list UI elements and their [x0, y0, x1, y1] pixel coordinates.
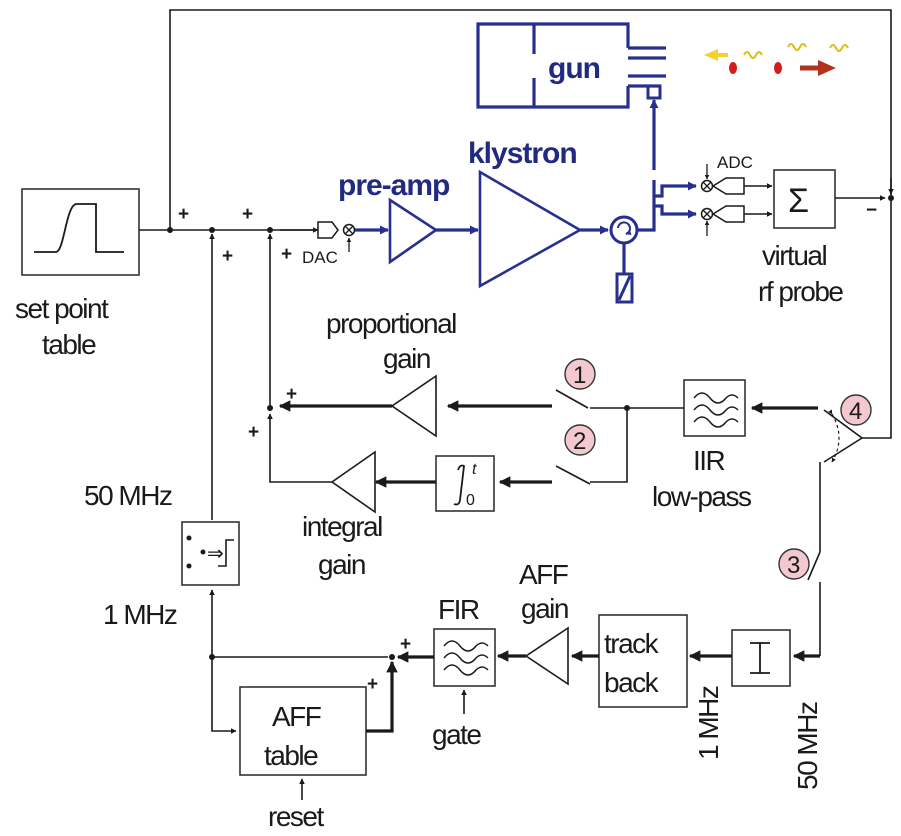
switch-1-badge[interactable] — [564, 358, 596, 390]
reset-label: reset — [268, 801, 324, 832]
sign-plus: + — [248, 422, 259, 443]
lowpass-label: low-pass — [652, 481, 751, 512]
bunch-icon — [729, 62, 737, 74]
clock-mux-block: ⇒ 50 MHz 1 MHz — [84, 480, 240, 630]
preamp-label: pre-amp — [338, 169, 450, 202]
virtual-label: virtual — [762, 240, 826, 271]
klystron-block: klystron — [468, 137, 583, 289]
iir-lowpass-block: IIR low-pass — [652, 379, 752, 512]
integral-label: integral — [302, 511, 382, 542]
sign-plus: + — [400, 634, 411, 655]
bunch-icon — [774, 62, 782, 74]
gun-label: gun — [548, 52, 600, 85]
integral-upper-limit: t — [472, 461, 477, 478]
preamp-block: pre-amp — [338, 169, 451, 265]
circulator — [609, 215, 639, 304]
mux-1mhz-label: 1 MHz — [103, 599, 177, 630]
dac-block: DAC — [302, 221, 356, 267]
set-point-label-2: table — [42, 329, 96, 360]
sigma-symbol: Σ — [788, 182, 809, 220]
beam-illustration — [704, 43, 849, 76]
dac-label: DAC — [302, 248, 338, 267]
proportional-gain-label: gain — [383, 343, 430, 374]
switch-3-badge[interactable] — [778, 548, 810, 580]
proportional-label: proportional — [326, 308, 456, 339]
track-label: track — [604, 628, 660, 659]
sign-plus: + — [286, 384, 297, 405]
set-point-label: set point — [15, 293, 109, 324]
mux-arrow-icon: ⇒ — [207, 543, 224, 565]
sign-plus: + — [242, 204, 253, 225]
aff-gain-label: AFF — [519, 559, 568, 590]
photon-icon — [743, 51, 763, 59]
sign-plus: + — [281, 244, 292, 265]
switch-4-number: 4 — [849, 398, 862, 425]
switch-3-number: 3 — [787, 552, 800, 579]
clock-50mhz-label: 50 MHz — [792, 702, 823, 790]
aff-gain-label-2: gain — [521, 593, 568, 624]
sign-plus: + — [367, 674, 378, 695]
clock-1mhz-label: 1 MHz — [693, 686, 724, 760]
fir-block: FIR gate — [432, 594, 496, 750]
switch-1-number: 1 — [573, 362, 586, 389]
sign-minus: − — [866, 200, 877, 221]
photon-icon — [829, 44, 849, 52]
klystron-label: klystron — [468, 137, 577, 170]
integrator-block: t 0 — [435, 455, 495, 512]
proportional-gain-block: proportional gain — [326, 308, 458, 438]
aff-gain-block: AFF gain — [519, 559, 569, 686]
sampler-block — [731, 629, 791, 687]
switch-2-number: 2 — [573, 428, 586, 455]
set-point-table-block: set point table — [15, 188, 140, 360]
mux-50mhz-label: 50 MHz — [84, 480, 172, 511]
aff-table-block: AFF table reset — [239, 686, 367, 832]
adc-label: ADC — [717, 153, 753, 172]
aff-table-label-2: table — [264, 740, 318, 771]
aff-table-label: AFF — [272, 701, 321, 732]
iir-label: IIR — [693, 445, 725, 476]
gate-label: gate — [432, 719, 481, 750]
rf-probe-label: rf probe — [758, 276, 843, 307]
photon-icon — [787, 43, 807, 51]
integral-gain-block: integral gain — [302, 450, 384, 580]
switch-2-badge[interactable] — [564, 424, 596, 456]
sign-plus: + — [222, 246, 233, 267]
sign-plus: + — [178, 204, 189, 225]
integral-gain-label: gain — [318, 549, 365, 580]
track-back-block: track back — [598, 614, 688, 708]
yellow-arrow-icon — [704, 49, 718, 61]
adc-block: ADC — [700, 153, 753, 236]
virtual-rf-probe-block: Σ virtual rf probe — [758, 169, 845, 307]
switch-4-badge[interactable] — [840, 394, 872, 426]
gun-cavity: gun — [476, 22, 666, 109]
integral-lower-limit: 0 — [466, 492, 475, 509]
fir-label: FIR — [438, 594, 479, 625]
back-label: back — [604, 667, 660, 698]
